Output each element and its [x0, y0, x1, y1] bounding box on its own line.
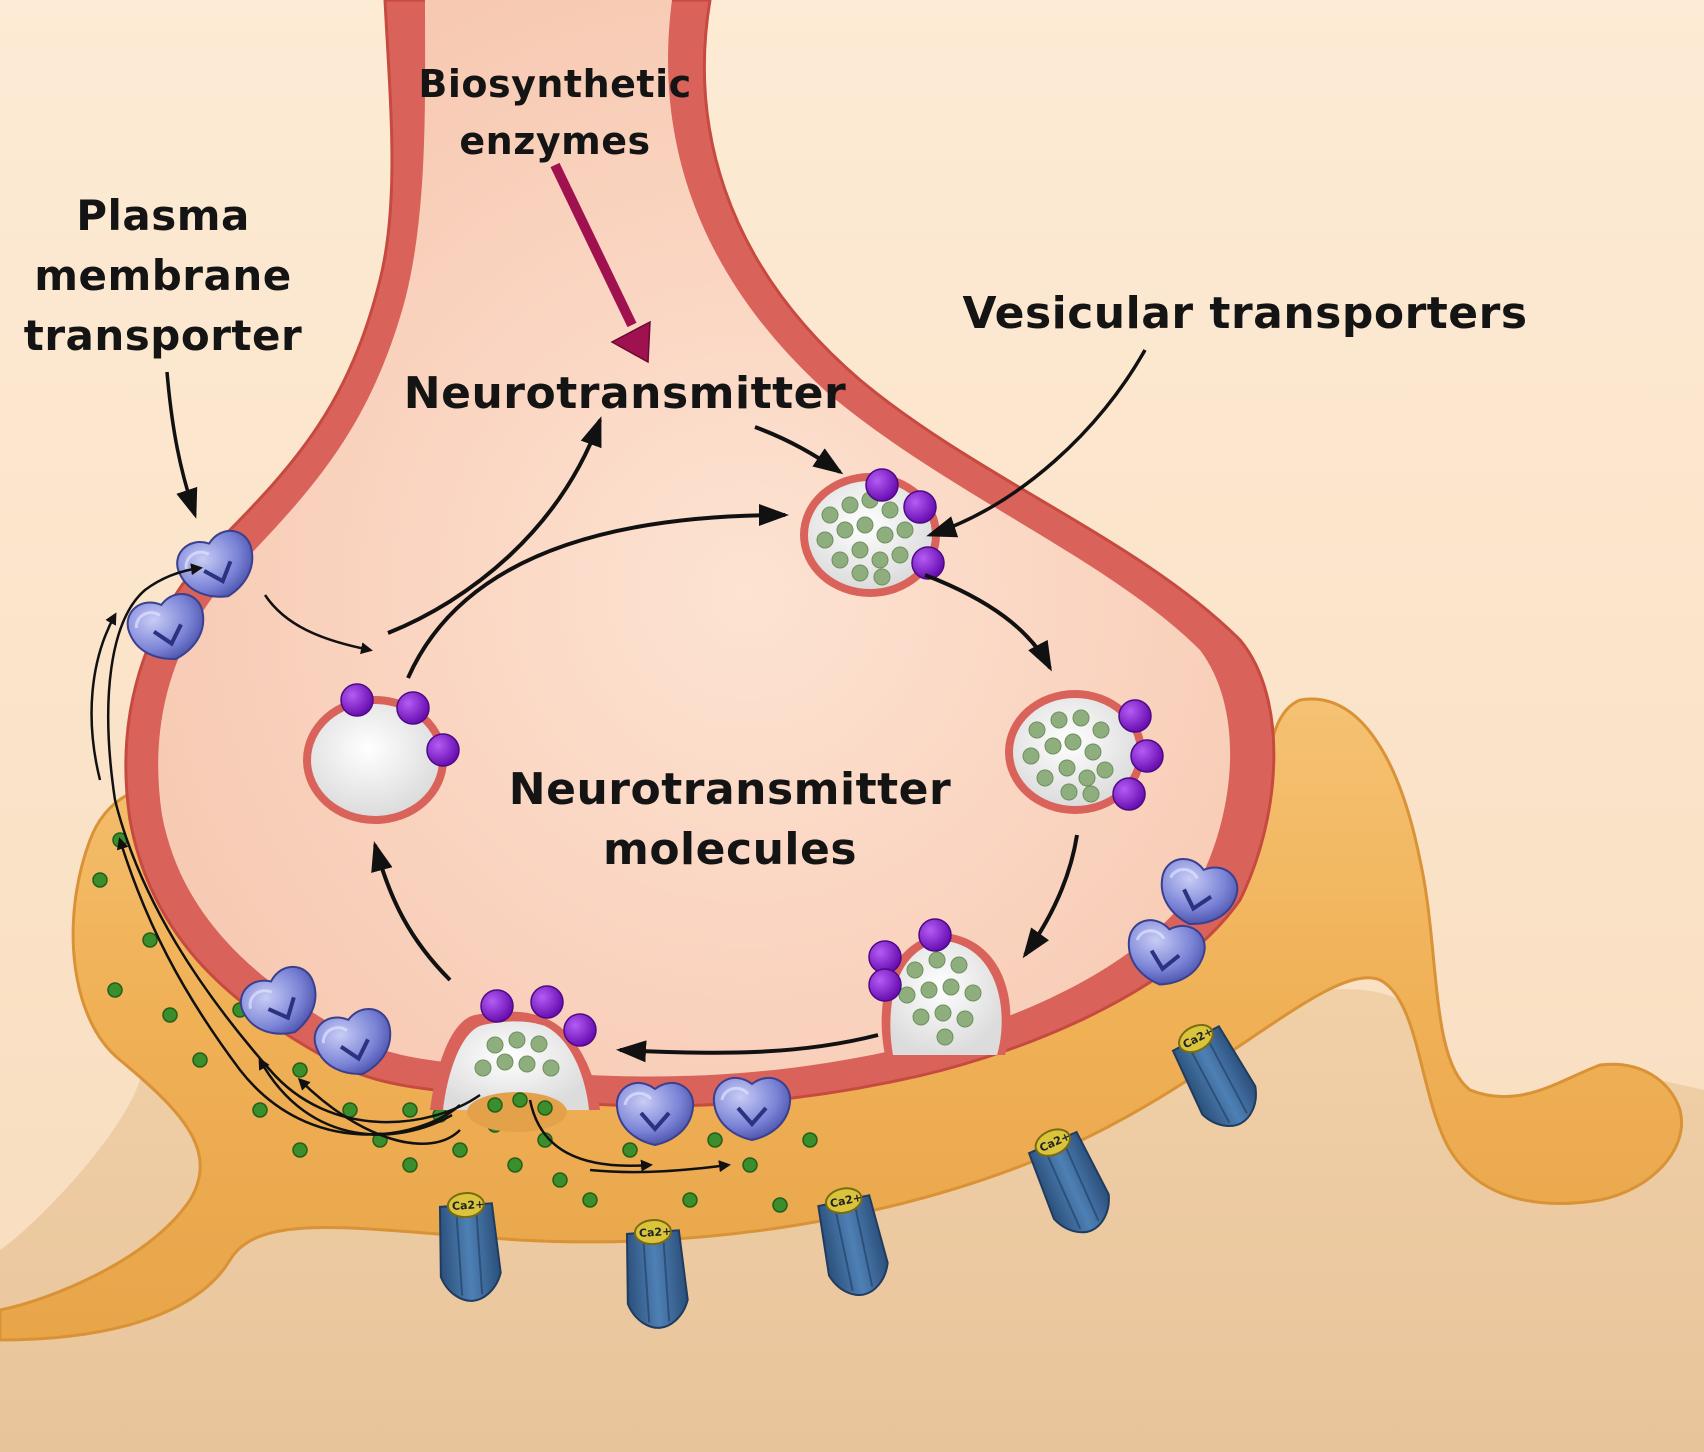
label-line: transporter: [23, 311, 303, 360]
presynaptic-cytoplasm: [158, 0, 1231, 1077]
label-plasma-membrane-transporter: Plasma membrane transporter: [8, 186, 318, 366]
label-neurotransmitter: Neurotransmitter: [403, 368, 847, 419]
vesicle-filled-right: [1005, 690, 1164, 814]
arrow-fusing-to-empty: [371, 841, 452, 982]
vesicle-empty: [303, 683, 460, 824]
reuptake-arrows: [90, 563, 731, 1174]
label-line: Biosynthetic: [418, 62, 692, 106]
label-line: enzymes: [459, 119, 651, 163]
calcium-channels: Ca2+ Ca2+ Ca2+ Ca2+ Ca2+: [434, 1012, 1269, 1331]
arrow-transporter-to-neurotransmitter: [387, 416, 602, 635]
biosynthetic-enzyme-arrowhead: [610, 320, 651, 364]
arrow-right-to-docking: [1022, 834, 1079, 959]
cycle-arrows: [371, 416, 1079, 1063]
label-neurotransmitter-molecules: Neurotransmitter molecules: [490, 760, 970, 880]
pointer-plasma-membrane-transporter: [165, 371, 198, 519]
calcium-channel-label: Ca2+: [639, 1225, 672, 1240]
label-line: molecules: [602, 824, 858, 875]
arrow-neurotransmitter-to-vesicle: [754, 425, 844, 475]
arrow-docking-to-fusing: [616, 1033, 879, 1063]
arrow-filled-to-right: [924, 573, 1052, 672]
vesicle-docking: [868, 918, 1011, 1055]
label-biosynthetic-enzymes: Biosynthetic enzymes: [400, 56, 710, 170]
postsynaptic-membrane: [0, 697, 1683, 1342]
label-line: Neurotransmitter: [508, 764, 952, 815]
label-line: Plasma: [76, 191, 250, 240]
label-vesicular-transporters: Vesicular transporters: [962, 288, 1528, 339]
label-line: membrane: [34, 251, 292, 300]
vesicle-fusing: [430, 985, 600, 1132]
arrow-empty-to-filled: [406, 504, 789, 679]
biosynthetic-enzyme-arrow: [550, 162, 637, 328]
vesicle-filled-top: [800, 468, 945, 597]
calcium-channel-label: Ca2+: [452, 1198, 485, 1213]
pointer-vesicular-transporters: [926, 349, 1147, 538]
